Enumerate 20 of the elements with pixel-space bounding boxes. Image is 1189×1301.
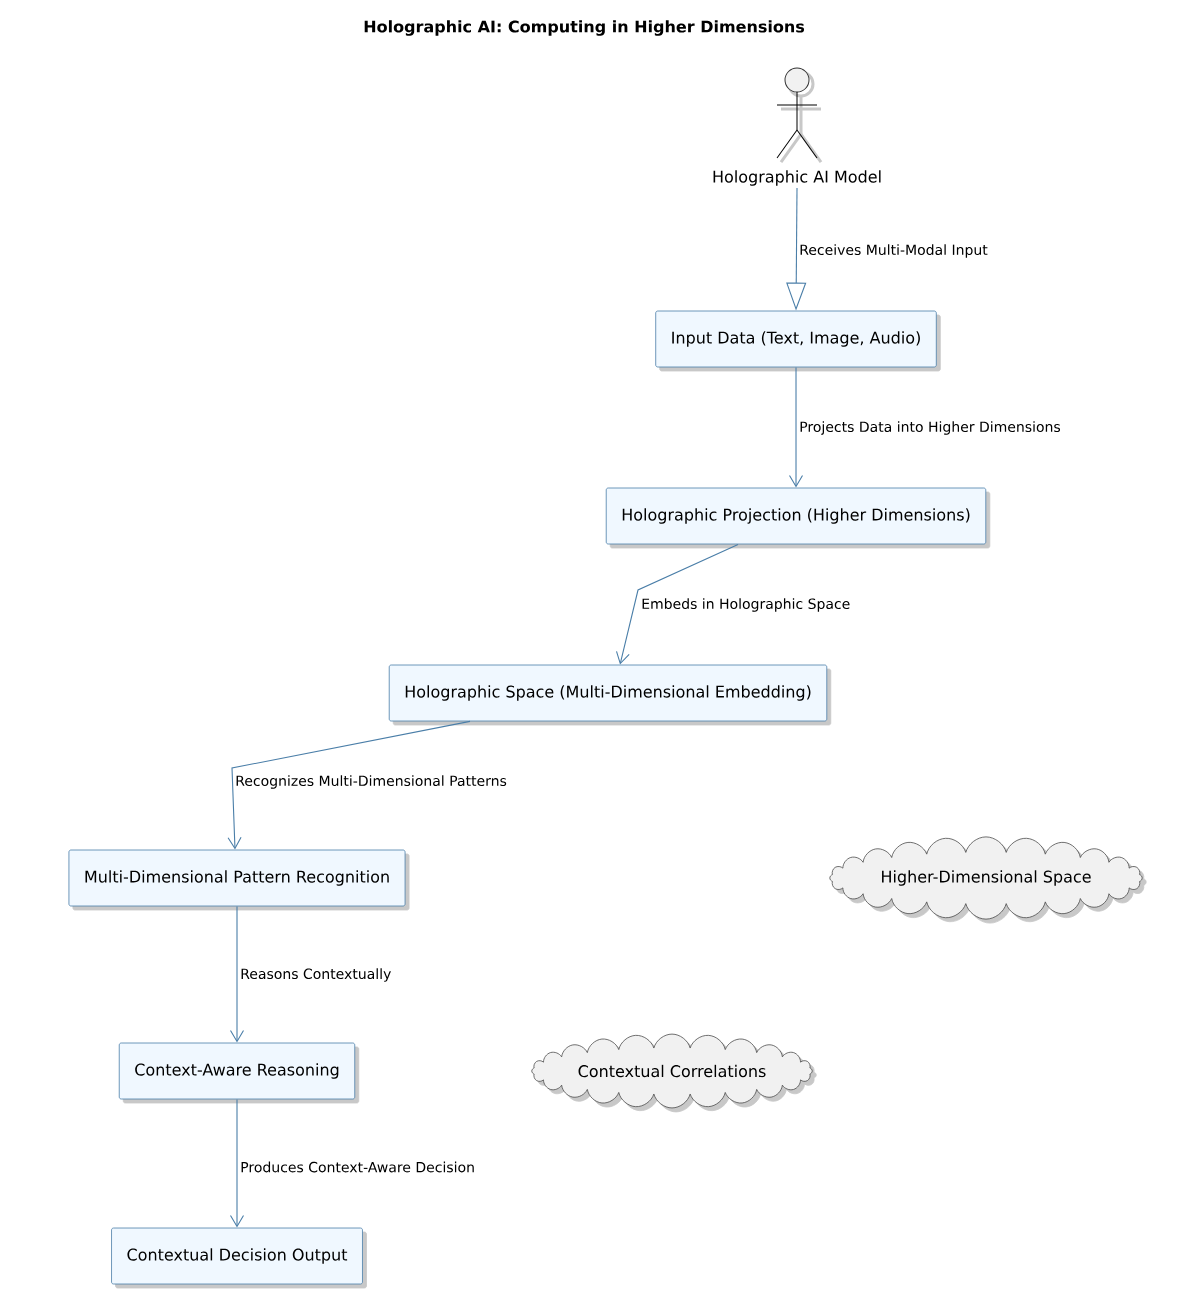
edge-label: Embeds in Holographic Space bbox=[640, 597, 852, 613]
process-box: Multi-Dimensional Pattern Recognition bbox=[68, 849, 410, 911]
arrow bbox=[229, 1098, 245, 1228]
process-box: Holographic Space (Multi-Dimensional Embedding) bbox=[388, 664, 832, 726]
arrow bbox=[227, 720, 471, 850]
node-label: Holographic AI Model bbox=[713, 170, 881, 186]
arrow bbox=[229, 905, 245, 1043]
edge-label: Reasons Contextually bbox=[239, 967, 393, 983]
edge-label: Receives Multi-Modal Input bbox=[798, 243, 989, 259]
edge-label: Produces Context-Aware Decision bbox=[239, 1160, 476, 1174]
process-box: Context-Aware Reasoning bbox=[118, 1042, 360, 1104]
process-box: Holographic Projection (Higher Dimensions) bbox=[605, 487, 991, 549]
edge-label: Recognizes Multi-Dimensional Patterns bbox=[234, 774, 508, 790]
process-box: Contextual Decision Output bbox=[111, 1227, 367, 1289]
arrow bbox=[615, 543, 739, 665]
title: Holographic AI: Computing in Higher Dimensions bbox=[364, 20, 805, 36]
process-box: Input Data (Text, Image, Audio) bbox=[655, 310, 941, 372]
edge-label: Projects Data into Higher Dimensions bbox=[798, 420, 1062, 436]
arrow bbox=[788, 366, 804, 488]
actor-figure: Holographic AI Model bbox=[713, 67, 881, 186]
